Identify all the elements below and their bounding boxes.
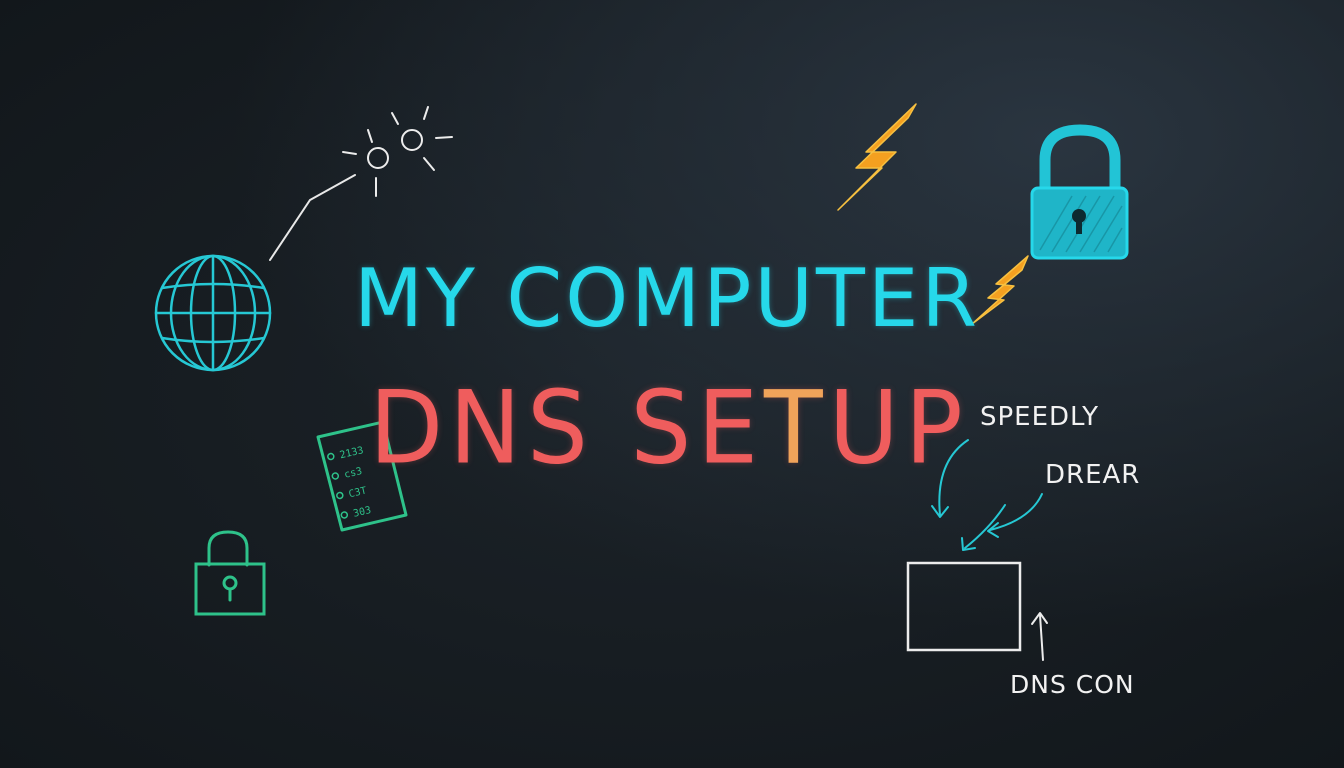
drear-arrow <box>987 493 1043 538</box>
globe-icon <box>154 254 272 372</box>
padlock-icon <box>1030 124 1129 260</box>
title-line-2-part-1: DNS SE <box>369 369 764 487</box>
small-padlock-icon <box>194 530 266 616</box>
lightning-small-icon <box>971 255 1029 325</box>
checklist-item: C3T <box>348 486 368 501</box>
title-line-1: MY COMPUTER <box>354 252 980 345</box>
checklist-icon: 2133 cs3 C3T 303 <box>316 420 408 532</box>
title-line-2: DNS SETUP <box>0 369 1341 487</box>
checklist-item: cs3 <box>343 466 363 481</box>
annotation-speedly: SPEEDLY <box>980 402 1099 432</box>
checklist-item: 303 <box>352 505 372 520</box>
sun-icon <box>342 106 453 197</box>
annotation-dns-con: DNS CON <box>1010 670 1135 699</box>
speedly-arrow <box>931 439 969 518</box>
connection-line <box>269 174 356 261</box>
title-line-2-accent: T <box>763 369 829 487</box>
annotation-drear: DREAR <box>1045 460 1141 490</box>
title-line-2-part-2: UP <box>828 369 969 487</box>
lightning-icon <box>837 103 917 211</box>
box-input-arrow <box>961 504 1006 551</box>
dns-box-icon <box>906 561 1022 652</box>
checklist-item: 2133 <box>339 445 365 461</box>
dns-con-arrow <box>1031 612 1048 661</box>
